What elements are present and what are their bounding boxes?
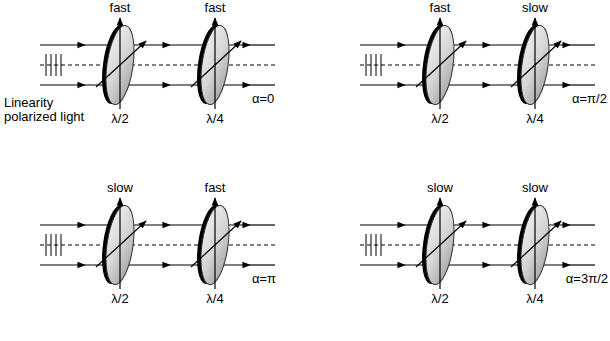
light-ray <box>250 264 275 265</box>
light-ray <box>40 44 85 45</box>
polarization-arrow <box>96 221 146 267</box>
polarization-mark <box>366 54 367 76</box>
waveplate <box>98 23 139 106</box>
plate-label: slow <box>522 181 548 195</box>
crystal-axis <box>439 198 440 289</box>
waveplate-panel <box>40 198 275 289</box>
plate-label: α=3π/2 <box>566 272 608 286</box>
waveplate-panel <box>40 18 275 109</box>
plate-label: λ/2 <box>111 112 128 126</box>
polarization-arrow <box>416 41 466 87</box>
waveplate <box>418 23 459 106</box>
plate-label: α=π <box>252 272 276 286</box>
plate-label: λ/2 <box>111 292 128 306</box>
light-ray <box>40 84 85 85</box>
light-ray <box>570 44 595 45</box>
crystal-axis <box>214 198 215 289</box>
crystal-axis <box>214 18 215 109</box>
polarization-arrow <box>511 41 561 87</box>
polarization-arrow <box>191 41 241 87</box>
waveplate <box>193 23 234 106</box>
polarization-mark <box>46 54 47 76</box>
plate-label: λ/2 <box>431 292 448 306</box>
polarization-arrow <box>416 221 466 267</box>
crystal-axis <box>534 198 535 289</box>
optical-axis <box>360 64 595 65</box>
polarization-mark <box>46 234 47 256</box>
plate-label: slow <box>427 181 453 195</box>
optical-axis <box>40 244 275 245</box>
light-label: Linearity polarized light <box>4 96 96 124</box>
plate-label: λ/2 <box>431 112 448 126</box>
waveplate <box>193 203 234 286</box>
light-ray <box>360 264 405 265</box>
polarization-arrow <box>511 221 561 267</box>
plate-label: fast <box>110 1 131 15</box>
plate-label: slow <box>107 181 133 195</box>
light-ray <box>570 224 595 225</box>
plate-label: λ/4 <box>206 292 223 306</box>
light-ray <box>250 44 275 45</box>
light-ray <box>250 84 275 85</box>
light-ray <box>570 84 595 85</box>
plate-label: slow <box>522 1 548 15</box>
optical-axis <box>360 244 595 245</box>
waveplate <box>418 203 459 286</box>
crystal-axis <box>534 18 535 109</box>
waveplate <box>513 23 554 106</box>
plate-label: fast <box>430 1 451 15</box>
light-ray <box>360 44 405 45</box>
polarization-mark <box>366 234 367 256</box>
waveplate-panel <box>360 198 595 289</box>
plate-label: λ/4 <box>526 112 543 126</box>
plate-label: λ/4 <box>526 292 543 306</box>
plate-label: fast <box>205 1 226 15</box>
light-ray <box>570 264 595 265</box>
light-ray <box>40 264 85 265</box>
crystal-axis <box>119 198 120 289</box>
optical-axis <box>40 64 275 65</box>
plate-label: fast <box>205 181 226 195</box>
plate-label: α=π/2 <box>572 92 607 106</box>
light-ray <box>360 84 405 85</box>
waveplate <box>513 203 554 286</box>
waveplate <box>98 203 139 286</box>
plate-label: λ/4 <box>206 112 223 126</box>
crystal-axis <box>119 18 120 109</box>
waveplate-panel <box>360 18 595 109</box>
light-ray <box>40 224 85 225</box>
crystal-axis <box>439 18 440 109</box>
plate-label: α=0 <box>252 92 274 106</box>
light-ray <box>250 224 275 225</box>
polarization-arrow <box>96 41 146 87</box>
light-ray <box>360 224 405 225</box>
polarization-arrow <box>191 221 241 267</box>
